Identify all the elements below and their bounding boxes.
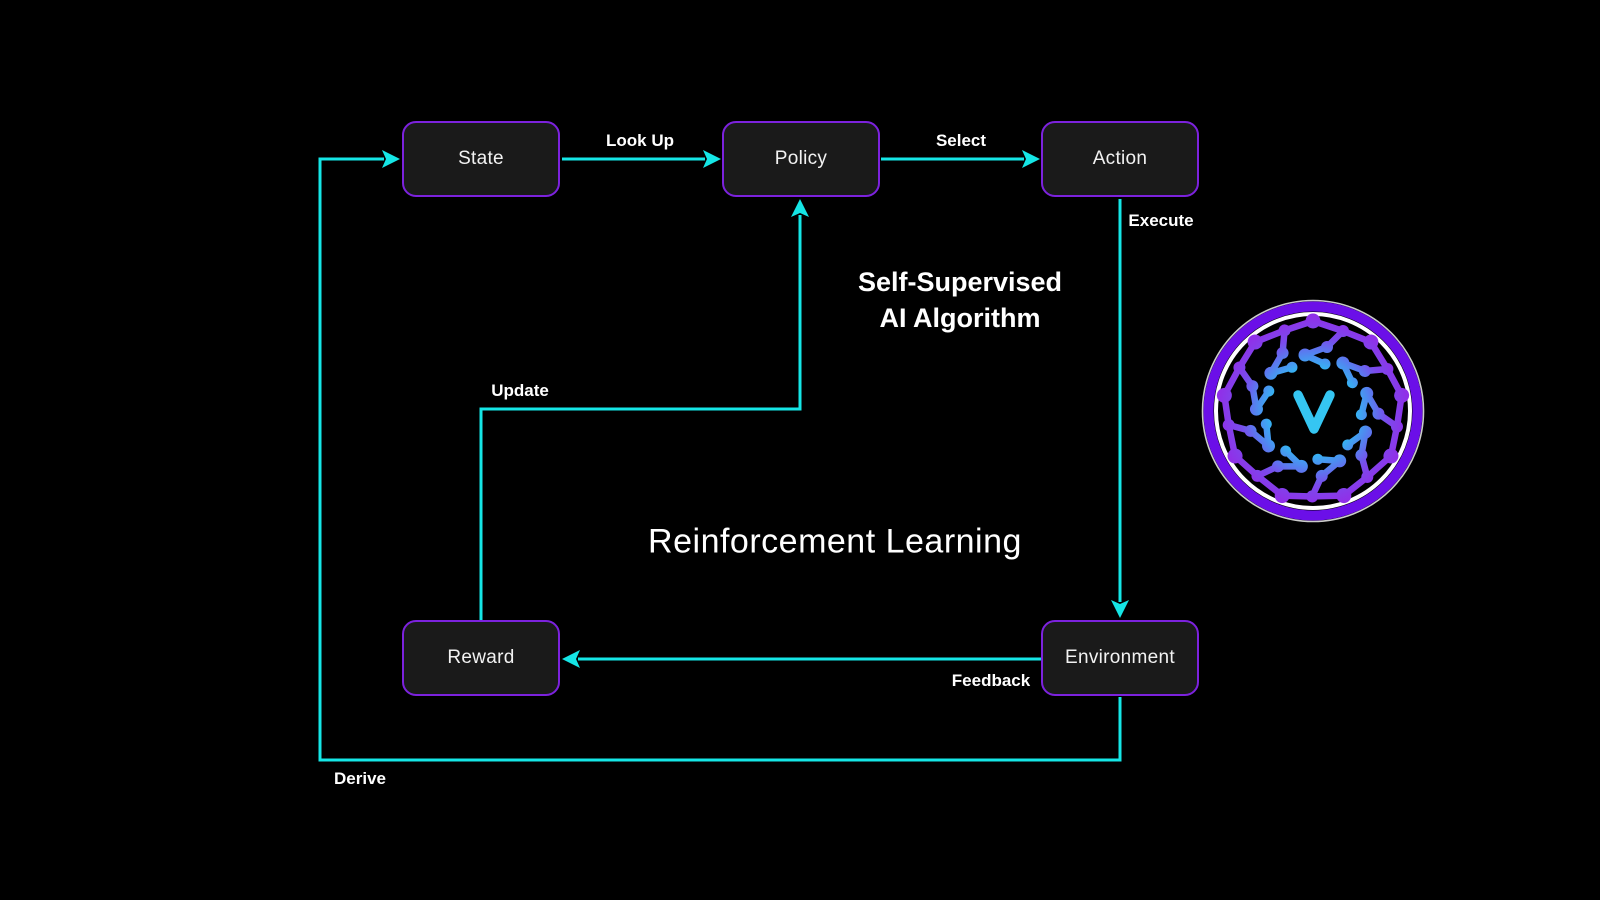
node-state: State (402, 121, 560, 197)
node-environment: Environment (1041, 620, 1199, 696)
node-policy-label: Policy (774, 148, 828, 169)
arrowhead-icon (382, 150, 400, 168)
arrowhead-icon (562, 650, 580, 668)
arrow-environment-to-state (318, 150, 1122, 762)
logo-purple-ring (1203, 301, 1423, 521)
logo-letter-v-icon (1293, 390, 1335, 434)
subtitle-line2: AI Algorithm (879, 303, 1041, 333)
edge-label-execute: Execute (1128, 211, 1194, 230)
subtitle: Self-Supervised AI Algorithm (858, 264, 1062, 336)
arrow-state-to-policy (562, 150, 721, 168)
edge-label-select: Select (935, 131, 987, 150)
node-state-label: State (458, 148, 504, 169)
node-environment-label: Environment (1065, 647, 1175, 668)
arrowhead-icon (703, 150, 721, 168)
node-reward: Reward (402, 620, 560, 696)
node-action: Action (1041, 121, 1199, 197)
subtitle-line1: Self-Supervised (857, 267, 1063, 297)
edge-label-look-up: Look Up (606, 131, 674, 150)
arrow-action-to-environment (1111, 199, 1129, 618)
arrow-line (318, 157, 1122, 762)
arrow-reward-to-policy (479, 199, 809, 620)
page-title: Reinforcement Learning (648, 522, 1022, 561)
arrowhead-icon (791, 199, 809, 217)
node-policy: Policy (722, 121, 880, 197)
logo-outer-halo-ring (1201, 299, 1425, 523)
edge-label-update: Update (491, 381, 549, 400)
arrow-policy-to-action (881, 150, 1040, 168)
node-action-label: Action (1092, 148, 1148, 169)
edge-label-feedback: Feedback (951, 671, 1031, 690)
arrow-line (479, 215, 802, 620)
node-reward-label: Reward (447, 647, 515, 668)
arrow-environment-to-reward (562, 650, 1041, 668)
arrowhead-icon (1111, 600, 1129, 618)
logo-network-pattern-icon (1211, 313, 1416, 515)
edge-label-derive: Derive (334, 769, 386, 788)
brand-logo (1201, 299, 1425, 523)
arrowhead-icon (1022, 150, 1040, 168)
